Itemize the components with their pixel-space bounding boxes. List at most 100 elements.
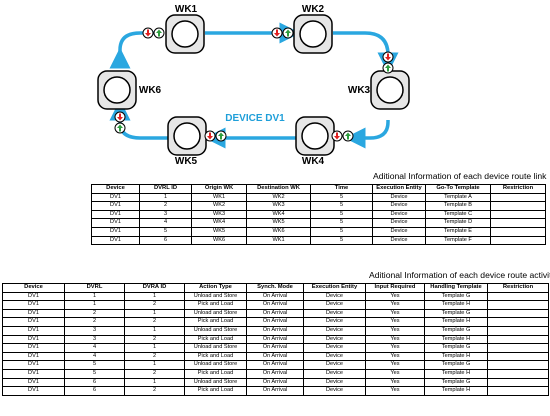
activities-table-cell: DV1 [2,377,65,388]
activities-table-cell: Template H [424,368,488,379]
links-table-cell: DV1 [91,209,140,220]
activities-table-cell: Yes [365,325,425,336]
activities-table-cell: Template H [424,300,488,310]
station-label-wk1: WK1 [175,4,198,15]
links-table-cell: Device [372,209,426,220]
activities-table-cell: Unload and Store [184,377,247,388]
activities-table-cell: 2 [64,317,125,327]
links-table-cell: Template E [425,226,491,237]
activities-table-cell: Yes [365,291,425,302]
activities-table-cell: DV1 [2,308,65,319]
activities-table-cell: 1 [124,308,185,319]
activities-table-cell: 1 [124,291,185,302]
activities-table-cell: 2 [124,368,185,379]
activities-table-header: Input Required [365,283,425,293]
links-table-cell: Device [372,192,426,203]
station-wk3[interactable] [370,70,410,110]
links-table-cell [490,226,546,237]
station-wk2[interactable] [293,14,333,54]
activities-table-cell: On Arrival [246,386,304,396]
links-table-header: Restriction [490,184,546,194]
activities-table-cell: Device [303,343,366,353]
activities-table-cell: 2 [124,300,185,310]
links-table-cell: Device [372,235,426,246]
links-table-header: Device [91,184,140,194]
station-label-wk6: WK6 [139,85,162,96]
links-table-header: Time [310,184,373,194]
activities-table-header: Execution Entity [303,283,366,293]
links-table-cell: DV1 [91,226,140,237]
activities-table-cell: Pick and Load [184,386,247,396]
links-table-cell: WK6 [246,226,311,237]
activities-table-cell: 1 [64,291,125,302]
activities-table-cell: Unload and Store [184,360,247,370]
activities-table-cell: Unload and Store [184,343,247,353]
station-wk4[interactable] [295,116,335,156]
activities-table-cell: Yes [365,334,425,345]
station-label-wk4: WK4 [302,156,325,167]
activities-table-cell: 4 [64,343,125,353]
activities-table-cell: Template G [424,343,488,353]
links-table-cell: 2 [139,201,192,211]
up-arrow-icon [382,62,394,74]
route-segment-wk5-wk6 [109,99,168,140]
down-arrow-icon [271,27,283,39]
down-arrow-icon [114,111,126,123]
route-diagram: WK1 WK2 WK3 WK4 WK5 WK6 DEVICE DV1 [97,4,410,167]
activities-table-cell: 6 [64,377,125,388]
links-table-cell: 5 [310,201,373,211]
activities-table-cell: DV1 [2,351,65,362]
links-table-cell: Device [372,218,426,228]
links-table-caption: Aditional Information of each device rou… [373,171,547,181]
activities-table-cell: Pick and Load [184,317,247,327]
device-label: DEVICE DV1 [225,113,285,124]
up-arrow-icon [114,122,126,134]
links-table-cell: Template B [425,201,491,211]
links-table-cell: WK2 [191,201,247,211]
activities-table-cell: DV1 [2,334,65,345]
activities-table-cell [487,343,549,353]
activities-table-header: Synch. Mode [246,283,304,293]
activities-table-cell: Device [303,308,366,319]
activities-table-cell: Pick and Load [184,368,247,379]
activities-table-cell: Device [303,377,366,388]
activities-table-cell: DV1 [2,343,65,353]
links-table-cell: WK1 [246,235,311,246]
activities-table-cell: Yes [365,377,425,388]
activities-table-header: Device [2,283,65,293]
up-arrow-icon [342,130,354,142]
station-label-wk3: WK3 [348,85,371,96]
station-wk1[interactable] [165,14,205,54]
activities-table-cell: Pick and Load [184,334,247,345]
station-wk5[interactable] [167,116,207,156]
activities-table-cell: Yes [365,368,425,379]
activities-table-cell: 4 [64,351,125,362]
links-table-cell [490,201,546,211]
activities-table-cell: Unload and Store [184,325,247,336]
activities-table-cell: On Arrival [246,334,304,345]
links-table-header: Destination WK [246,184,311,194]
links-table-cell: WK2 [246,192,311,203]
links-table-cell: WK6 [191,235,247,246]
links-table-header: DVRL ID [139,184,192,194]
activities-table-cell: Yes [365,300,425,310]
links-table-cell: WK3 [191,209,247,220]
activities-table-cell: Template H [424,334,488,345]
activities-table-header: DVRL [64,283,125,293]
links-table-cell: 5 [310,226,373,237]
links-table-cell: Device [372,201,426,211]
activities-table-cell: On Arrival [246,377,304,388]
activities-table-cell: DV1 [2,325,65,336]
links-table-cell: 5 [310,209,373,220]
activities-table-cell [487,386,549,396]
activities-table-cell: On Arrival [246,343,304,353]
station-wk6[interactable] [97,70,137,110]
